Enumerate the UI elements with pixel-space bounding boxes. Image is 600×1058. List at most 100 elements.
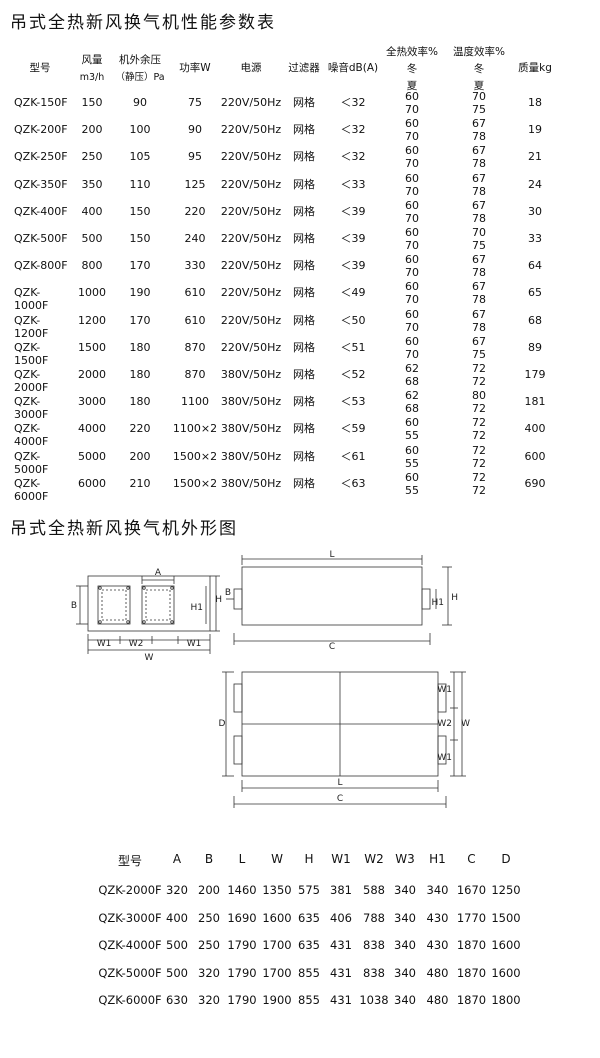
- dim-header-1: A: [172, 852, 182, 866]
- spec-cell-eff-a: 60: [405, 416, 419, 430]
- spec-cell-filter: 网格: [293, 422, 315, 436]
- spec-cell-airflow: 3000: [78, 395, 106, 409]
- spec-cell-power: 1500×2: [172, 449, 218, 463]
- end-view-body: [87, 575, 211, 632]
- spec-cell-filter: 网格: [293, 286, 315, 300]
- spec-cell-mass: 21: [528, 150, 542, 164]
- header-temp-eff: 温度效率% 冬 夏: [446, 44, 512, 95]
- dim-cell: 855: [298, 993, 320, 1007]
- spec-cell-eff-a: 60: [405, 334, 419, 348]
- dim-cell: 320: [166, 883, 188, 897]
- spec-cell-pressure: 150: [129, 204, 151, 218]
- spec-cell-eff-b: 70: [405, 239, 419, 252]
- spec-cell-mass: 65: [528, 286, 542, 300]
- spec-cell-pressure: 110: [129, 177, 151, 191]
- dim-label-a: A: [155, 568, 162, 578]
- dim-cell: 340: [394, 993, 416, 1007]
- spec-cell-mass: 68: [528, 313, 542, 327]
- spec-cell-power: 610: [184, 313, 206, 327]
- spec-cell-supply: 220V/50Hz: [220, 123, 282, 137]
- spec-cell-filter: 网格: [293, 313, 315, 327]
- spec-cell-airflow: 200: [81, 123, 103, 137]
- spec-cell-model: QZK-2000F: [14, 368, 49, 394]
- spec-cell-eff-b: 68: [405, 402, 419, 416]
- spec-cell-eff-b: 70: [405, 130, 419, 144]
- spec-cell-eff-b: 70: [405, 184, 419, 198]
- spec-cell-filter: 网格: [293, 177, 315, 191]
- spec-cell-pressure: 210: [129, 476, 151, 490]
- spec-cell-supply: 380V/50Hz: [220, 422, 282, 436]
- dim-cell: 400: [166, 910, 188, 925]
- spec-cell-pressure: 170: [129, 259, 151, 273]
- spec-cell-eff-b: 70: [405, 266, 419, 280]
- side-view-body: [241, 566, 423, 626]
- spec-cell-filter: 网格: [293, 123, 315, 137]
- header-enthalpy-eff-label: 全热效率%: [386, 46, 438, 58]
- spec-cell-filter: 网格: [293, 204, 315, 218]
- header-noise: 噪音dB(A): [327, 62, 379, 74]
- dim-cell: 1870: [456, 938, 487, 952]
- spec-cell-noise: ＜32: [340, 96, 366, 109]
- spec-cell-airflow: 350: [81, 177, 103, 191]
- spec-cell-noise: ＜32: [340, 123, 366, 137]
- dim-cell: 838: [363, 965, 385, 980]
- dim-cell: 1790: [227, 993, 257, 1007]
- dim-cell: 635: [298, 938, 320, 952]
- spec-cell-pressure: 100: [129, 123, 151, 137]
- spec-cell-airflow: 250: [81, 150, 103, 164]
- dim-cell: 431: [330, 938, 352, 952]
- top-dim-label-w2: W2: [437, 719, 452, 729]
- spec-cell-filter: 网格: [293, 476, 315, 490]
- top-dim-label-w1-bottom: W1: [437, 753, 452, 763]
- dim-cell: QZK-5000F: [98, 965, 162, 980]
- spec-cell-eff-b: 70: [405, 293, 419, 307]
- spec-cell-power: 870: [184, 368, 206, 381]
- spec-cell-model: QZK-1500F: [14, 340, 49, 367]
- header-enthalpy-winter: 冬: [406, 63, 418, 75]
- spec-cell-power: 90: [188, 123, 202, 137]
- dim-cell: 1690: [227, 910, 257, 925]
- top-dim-label-w: W: [461, 719, 470, 729]
- dim-cell: QZK-4000F: [98, 938, 162, 952]
- spec-cell-temp-b: 78: [472, 130, 486, 144]
- dim-header-9: H1: [429, 852, 446, 866]
- spec-cell-eff-b: 68: [405, 375, 419, 388]
- dim-cell: 630: [166, 993, 188, 1007]
- dim-cell: 1900: [262, 993, 292, 1007]
- spec-cell-temp-a: 72: [472, 470, 486, 484]
- spec-cell-temp-b: 78: [472, 293, 486, 307]
- dim-cell: 480: [426, 965, 449, 980]
- dim-cell: 1038: [359, 993, 389, 1007]
- spec-cell-temp-b: 72: [472, 429, 486, 443]
- spec-cell-airflow: 800: [81, 259, 103, 273]
- spec-cell-mass: 690: [524, 476, 546, 490]
- spec-cell-airflow: 1500: [78, 340, 106, 354]
- spec-cell-airflow: 4000: [78, 422, 106, 436]
- spec-cell-eff-b: 70: [405, 211, 419, 225]
- dim-cell: 430: [426, 910, 449, 925]
- spec-cell-model: QZK-400F: [14, 204, 68, 218]
- dim-label-b: B: [71, 601, 77, 611]
- spec-cell-supply: 220V/50Hz: [220, 177, 282, 191]
- header-power: 功率W: [179, 62, 211, 74]
- spec-cell-model: QZK-1200F: [14, 313, 49, 340]
- spec-cell-temp-b: 78: [472, 157, 486, 171]
- spec-cell-mass: 30: [528, 204, 542, 218]
- dim-cell: 340: [394, 938, 416, 952]
- dim-cell: 1600: [262, 910, 292, 925]
- end-view-port-right: [141, 585, 175, 625]
- spec-cell-temp-b: 78: [472, 184, 486, 198]
- dim-cell: 1250: [491, 883, 521, 897]
- spec-cell-model: QZK-150F: [14, 96, 68, 109]
- spec-cell-noise: ＜50: [340, 313, 366, 327]
- spec-cell-temp-b: 78: [472, 266, 486, 280]
